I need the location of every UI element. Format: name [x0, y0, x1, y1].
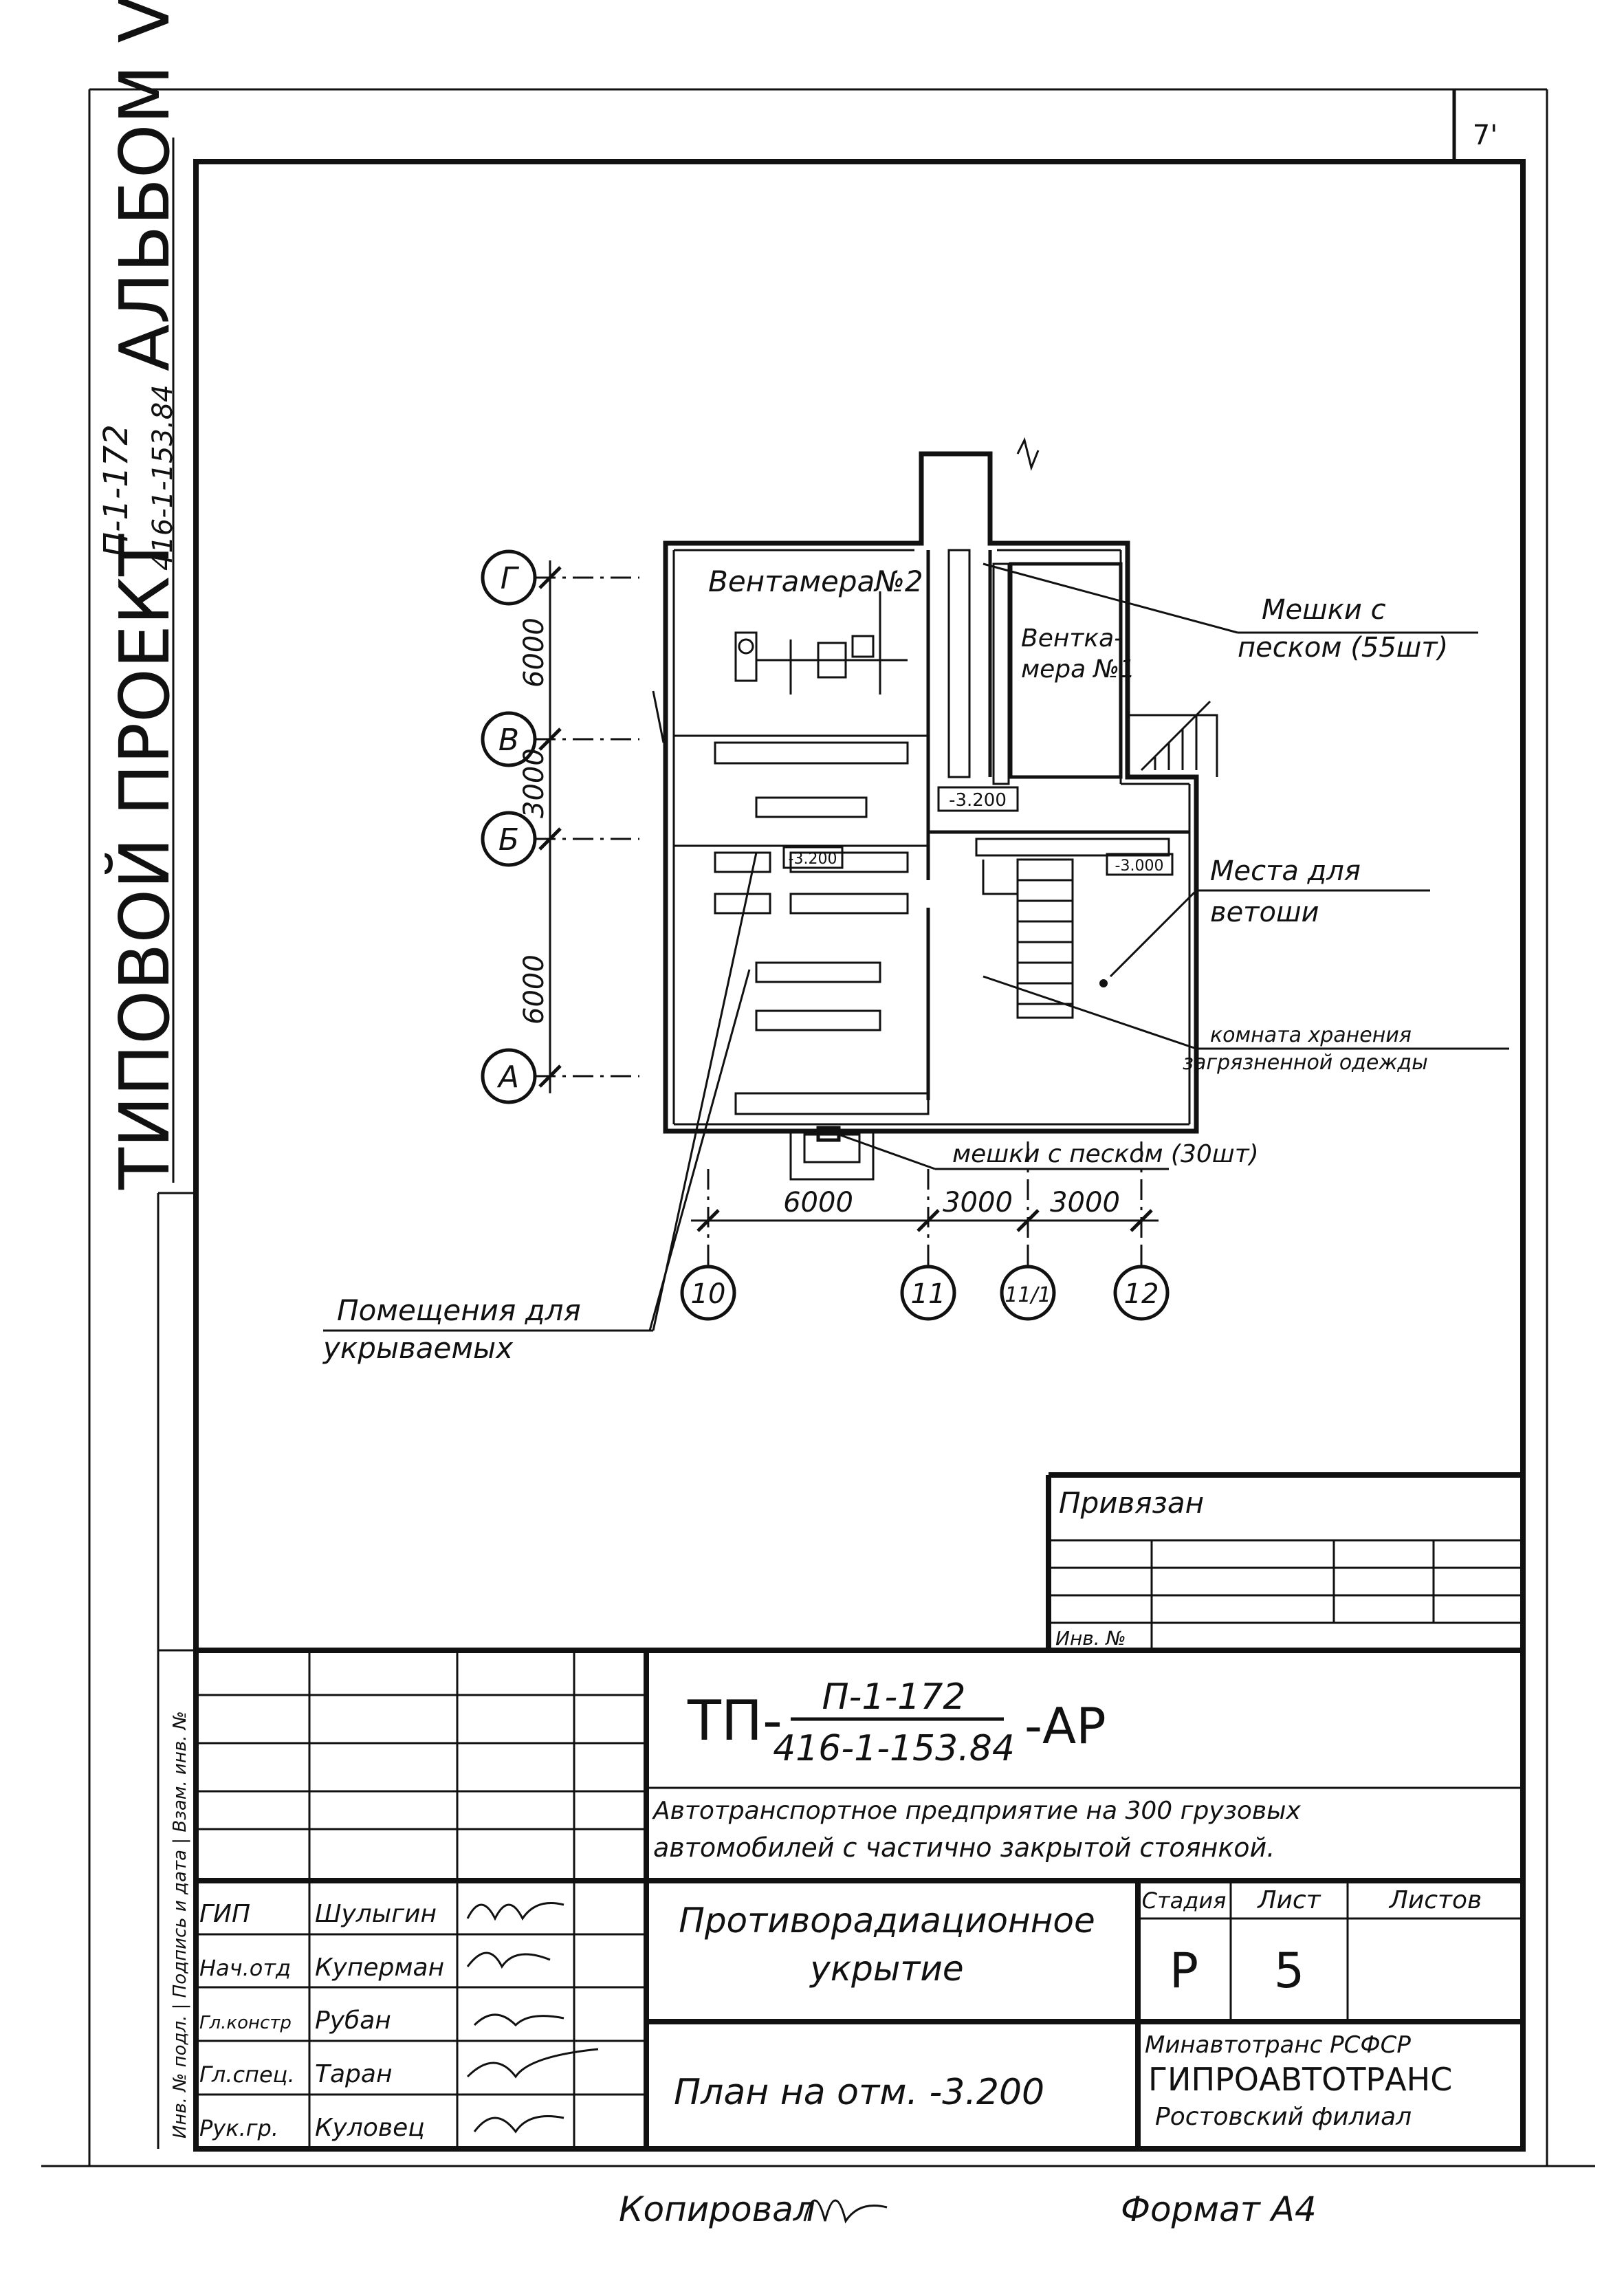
staff-name-5: Куловец [315, 2114, 425, 2142]
code-top: П-1-172 [822, 1676, 966, 1718]
axis-row-g: Г [501, 561, 520, 596]
dim-horizontal-3: 3000 [1050, 1187, 1120, 1218]
note-sandbags-55-line1: Мешки с [1262, 594, 1386, 626]
axis-row-v: В [498, 723, 519, 758]
staff-name-4: Таран [315, 2060, 393, 2088]
svg-text:Инв. № подл. | Подпись и дата: Инв. № подл. | Подпись и дата | Взам. ин… [170, 1711, 190, 2139]
org-line1: Минавтотранс РСФСР [1145, 2031, 1411, 2059]
note-sandbags-55-line2: песком (55шт) [1238, 632, 1448, 664]
plan-level-label: План на отм. -3.200 [674, 2072, 1044, 2113]
sheets-header: Листов [1388, 1886, 1482, 1914]
note-storage-line2: загрязненной одежды [1183, 1051, 1428, 1075]
note-rags-line1: Места для [1210, 855, 1361, 887]
copier-signature [803, 2199, 888, 2224]
level-mark-small-2: -3.000 [1115, 857, 1164, 875]
room-vent-chamber-1-line1: Вентка- [1021, 624, 1123, 653]
axis-col-10: 10 [691, 1278, 726, 1310]
org-line2: ГИПРОАВТОТРАНС [1148, 2061, 1452, 2098]
staff-name-2: Куперман [315, 1954, 444, 1982]
sheet-name-line2: укрытие [809, 1949, 963, 1989]
inventory-number-label: Инв. № [1055, 1627, 1126, 1650]
row-axes [481, 549, 639, 1104]
code-prefix: ТП- [687, 1689, 782, 1753]
stage-header: Стадия [1142, 1888, 1227, 1914]
note-sandbags-30: мешки с песком (30шт) [952, 1140, 1259, 1168]
staff-role-4: Гл.спец. [199, 2062, 295, 2088]
staff-name-3: Рубан [315, 2007, 391, 2035]
room-vent-chamber-1-line2: мера №1 [1021, 655, 1135, 684]
sheet-header: Лист [1256, 1886, 1321, 1914]
axis-col-11-1: 11/1 [1005, 1283, 1051, 1307]
staff-role-1: ГИП [199, 1900, 250, 1928]
project-name-line1: Автотранспортное предприятие на 300 груз… [652, 1797, 1301, 1825]
code-bottom: 416-1-153.84 [773, 1728, 1015, 1769]
dim-horizontal-2: 3000 [943, 1187, 1013, 1218]
note-shelter-line1: Помещения для [337, 1293, 581, 1327]
footer-format: Формат А4 [1121, 2189, 1317, 2229]
dim-vertical-3: 6000 [518, 954, 550, 1025]
dim-vertical-1: 6000 [518, 617, 550, 688]
level-mark-small-1: -3.200 [789, 851, 837, 868]
dim-horizontal-1: 6000 [783, 1187, 853, 1218]
column-axes [680, 1141, 1170, 1321]
signature-marks [466, 1902, 599, 2134]
staff-role-3: Гл.констр [199, 2013, 292, 2033]
note-shelter-line2: укрываемых [322, 1331, 514, 1365]
project-name-line2: автомобилей с частично закрытой стоянкой… [653, 1833, 1275, 1863]
left-strip-label: Инв. № подл. | Подпись и дата | Взам. ин… [170, 1711, 190, 2139]
staff-name-1: Шулыгин [315, 1900, 437, 1928]
binding-title: Привязан [1059, 1486, 1204, 1520]
code-suffix: -АР [1024, 1697, 1106, 1755]
leader-lines [323, 562, 1509, 1332]
vent-equipment [734, 591, 908, 695]
staff-role-5: Рук.гр. [199, 2115, 278, 2141]
note-rags-line2: ветоши [1210, 897, 1319, 928]
vertical-title-album: АЛЬБОМ VII [105, 0, 185, 371]
note-storage-line1: комната хранения [1210, 1023, 1412, 1047]
floor-plan [663, 437, 1218, 1181]
room-vent-chamber-2: Вентамера№2 [708, 565, 923, 598]
org-line3: Ростовский филиал [1155, 2103, 1412, 2131]
axis-row-b: Б [498, 822, 519, 857]
vertical-title-main: ТИПОВОЙ ПРОЕКТ [105, 534, 185, 1190]
corner-sheet-mark: 7' [1473, 120, 1497, 151]
axis-col-12: 12 [1124, 1278, 1159, 1310]
stage-value: Р [1170, 1943, 1198, 1999]
level-mark-main: -3.200 [949, 790, 1007, 811]
axis-row-a: А [496, 1060, 519, 1095]
vertical-title-num-top: П-1-172 [97, 424, 135, 557]
staff-role-2: Нач.отд [199, 1955, 291, 1981]
sheet-value: 5 [1274, 1943, 1305, 1999]
dim-vertical-2: 3000 [518, 748, 550, 818]
sheet-frame [41, 88, 1595, 2167]
vertical-title: ТИПОВОЙ ПРОЕКТ П-1-172 416-1-153.84 АЛЬБ… [97, 0, 185, 1190]
footer-copied: Копировал [619, 2189, 815, 2229]
binding-table [1046, 1472, 1523, 1650]
title-block [196, 1648, 1523, 2149]
sheet-name-line1: Противорадиационное [679, 1901, 1095, 1940]
axis-col-11: 11 [911, 1278, 946, 1310]
